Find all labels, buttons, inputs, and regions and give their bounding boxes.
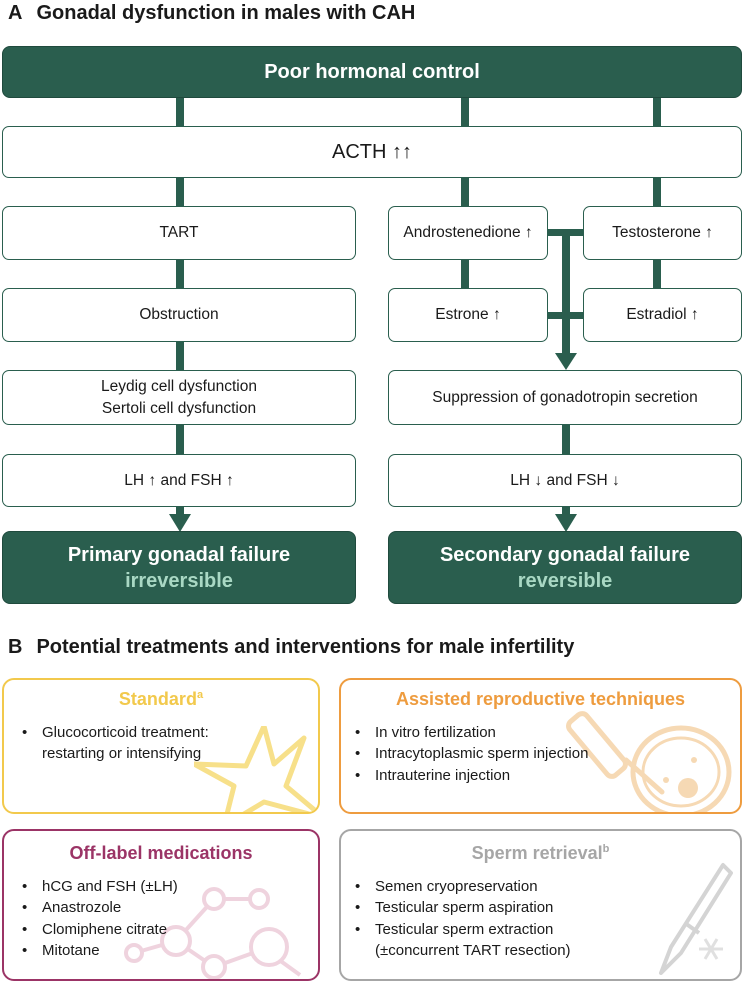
obstruction-box: Obstruction (2, 288, 356, 342)
suppression-box: Suppression of gonadotropin secretion (388, 370, 742, 425)
off-label-item: hCG and FSH (±LH) (22, 876, 318, 898)
lh-fsh-down-box: LH ↓ and FSH ↓ (388, 454, 742, 507)
estradiol-label: Estradiol ↑ (626, 306, 699, 324)
androstenedione-label: Androstenedione ↑ (403, 224, 533, 242)
section-b-letter: B (8, 636, 23, 658)
connector-dysfunction-lh (176, 424, 184, 455)
testosterone-box: Testosterone ↑ (583, 206, 742, 260)
off-label-item: Anastrozole (22, 897, 318, 919)
sperm-retrieval-item: Semen cryopreservation (355, 876, 740, 898)
section-b-heading: Potential treatments and interventions f… (36, 636, 575, 658)
off-label-title: Off-label medications (69, 843, 253, 863)
connector-top-acth-right (653, 97, 661, 127)
acth-box: ACTH ↑↑ (2, 126, 742, 178)
connector-acth-tart (176, 177, 184, 207)
standard-item-line2: restarting or intensifying (42, 745, 202, 763)
sertoli-label: Sertoli cell dysfunction (101, 399, 257, 417)
assisted-list: In vitro fertilization Intracytoplasmic … (355, 722, 740, 787)
tart-label: TART (159, 224, 199, 242)
androstenedione-box: Androstenedione ↑ (388, 206, 548, 260)
standard-item: Glucocorticoid treatment: restarting or i… (22, 722, 318, 765)
estrone-box: Estrone ↑ (388, 288, 548, 342)
standard-title-text: Standard (118, 689, 197, 709)
secondary-failure-sub: reversible (517, 569, 613, 592)
sperm-retrieval-item-line1: Testicular sperm extraction (375, 920, 554, 938)
standard-title: Standarda (4, 689, 318, 710)
sperm-retrieval-item: Testicular sperm extraction (±concurrent … (355, 919, 740, 962)
connector-obstruction-dysfunction (176, 341, 184, 371)
sperm-retrieval-title-text: Sperm retrieval (471, 843, 603, 863)
connector-top-acth-mid (461, 97, 469, 127)
off-label-list: hCG and FSH (±LH) Anastrozole Clomiphene… (22, 876, 318, 962)
arrowhead-suppression (555, 353, 577, 370)
cell-dysfunction-box: Leydig cell dysfunction Sertoli cell dys… (2, 370, 356, 425)
connector-androstenedione-estrone (461, 259, 469, 289)
poor-hormonal-control-box: Poor hormonal control (2, 46, 742, 98)
assisted-item: Intrauterine injection (355, 765, 740, 787)
arrowhead-primary (169, 514, 191, 532)
estrone-label: Estrone ↑ (435, 306, 501, 324)
testosterone-label: Testosterone ↑ (612, 224, 713, 242)
lh-fsh-up-label: LH ↑ and FSH ↑ (124, 471, 234, 489)
assisted-item: In vitro fertilization (355, 722, 740, 744)
sperm-retrieval-item: Testicular sperm aspiration (355, 897, 740, 919)
section-b-title: B Potential treatments and interventions … (8, 636, 574, 659)
connector-lh-primary (176, 506, 184, 518)
sperm-retrieval-list: Semen cryopreservation Testicular sperm … (355, 876, 740, 962)
secondary-failure-title: Secondary gonadal failure (439, 543, 691, 566)
standard-item-line1: Glucocorticoid treatment: (42, 724, 209, 741)
connector-suppression-lh (562, 424, 570, 455)
sperm-retrieval-footnote-mark: b (602, 843, 610, 855)
connector-central-trunk (562, 229, 570, 355)
standard-panel: Standarda Glucocorticoid treatment: resta… (2, 678, 320, 814)
primary-failure-sub: irreversible (125, 569, 233, 592)
estradiol-box: Estradiol ↑ (583, 288, 742, 342)
connector-acth-testosterone (653, 177, 661, 207)
obstruction-label: Obstruction (139, 306, 219, 324)
primary-failure-box: Primary gonadal failure irreversible (2, 531, 356, 604)
tart-box: TART (2, 206, 356, 260)
sperm-retrieval-panel: Sperm retrievalb Semen cryopreservation … (339, 829, 742, 981)
connector-top-acth-left (176, 97, 184, 127)
leydig-label: Leydig cell dysfunction (101, 377, 257, 395)
off-label-item: Mitotane (22, 940, 318, 962)
poor-hormonal-control-label: Poor hormonal control (264, 60, 480, 83)
section-a-title: A Gonadal dysfunction in males with CAH (8, 2, 415, 25)
lh-fsh-down-label: LH ↓ and FSH ↓ (510, 471, 620, 489)
sperm-retrieval-title: Sperm retrievalb (341, 843, 740, 864)
lh-fsh-up-box: LH ↑ and FSH ↑ (2, 454, 356, 507)
off-label-panel: Off-label medications hCG and FSH (±LH) … (2, 829, 320, 981)
sperm-retrieval-item-line2: (±concurrent TART resection) (375, 942, 571, 960)
section-a-heading: Gonadal dysfunction in males with CAH (36, 2, 416, 24)
flow-connectors (169, 97, 661, 532)
assisted-title: Assisted reproductive techniques (395, 689, 686, 709)
connector-acth-androstenedione (461, 177, 469, 207)
standard-list: Glucocorticoid treatment: restarting or i… (22, 722, 318, 765)
connector-testosterone-estradiol (653, 259, 661, 289)
assisted-item: Intracytoplasmic sperm injection (355, 743, 740, 765)
section-a-letter: A (8, 2, 23, 24)
off-label-item: Clomiphene citrate (22, 919, 318, 941)
connector-lh-secondary (562, 506, 570, 518)
suppression-label: Suppression of gonadotropin secretion (432, 388, 698, 406)
connector-tart-obstruction (176, 259, 184, 289)
assisted-reproductive-panel: Assisted reproductive techniques In vitr… (339, 678, 742, 814)
primary-failure-title: Primary gonadal failure (67, 543, 291, 566)
acth-label: ACTH ↑↑ (332, 141, 412, 163)
secondary-failure-box: Secondary gonadal failure reversible (388, 531, 742, 604)
arrowhead-secondary (555, 514, 577, 532)
standard-footnote-mark: a (196, 689, 204, 701)
